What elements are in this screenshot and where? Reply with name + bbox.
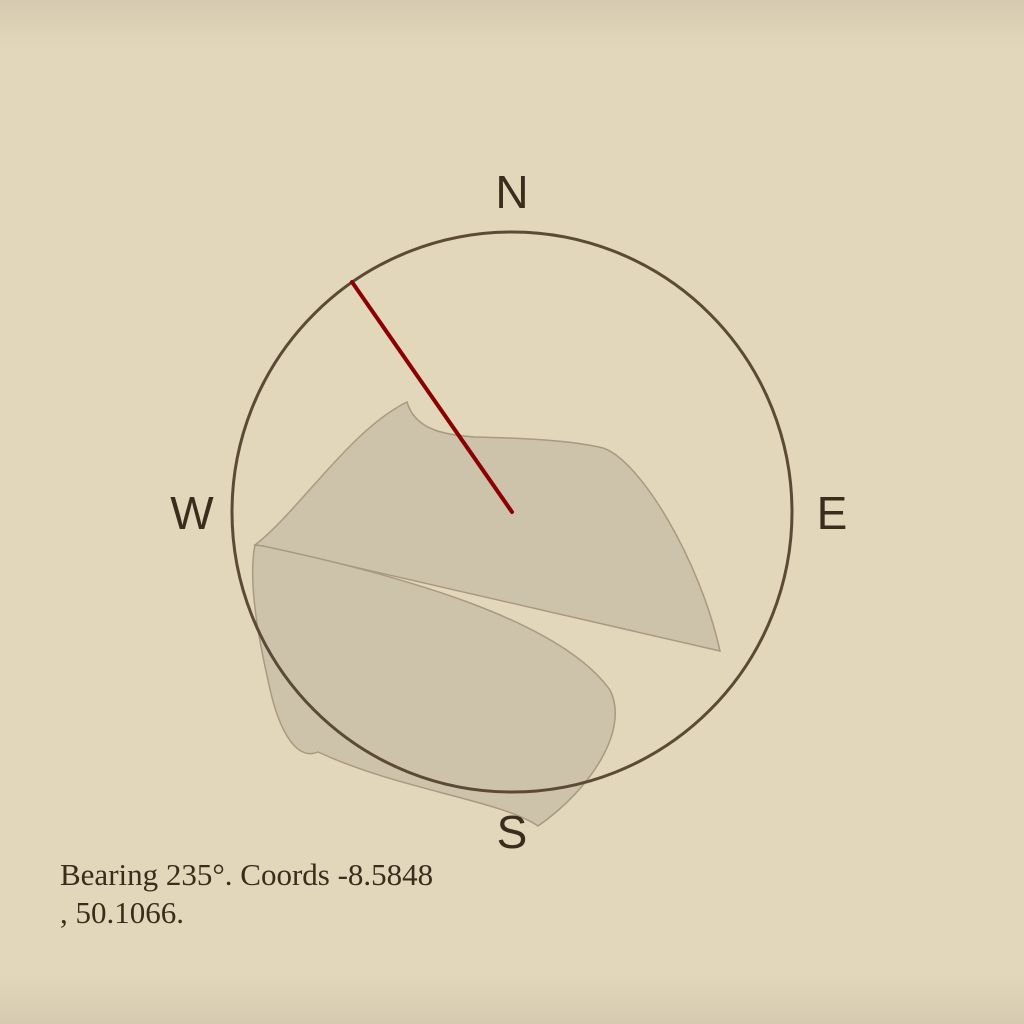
bearing-coords-readout: Bearing 235°. Coords -8.5848 , 50.1066.: [60, 857, 434, 930]
west-label: W: [170, 487, 214, 539]
compass-ring: [230, 230, 794, 794]
south-label: S: [497, 806, 528, 858]
bearing-needle: [350, 280, 514, 514]
terrain-shape-upper: [253, 400, 721, 652]
east-label: E: [817, 487, 848, 539]
north-label: N: [495, 166, 528, 218]
terrain-shape-lower: [251, 544, 616, 827]
